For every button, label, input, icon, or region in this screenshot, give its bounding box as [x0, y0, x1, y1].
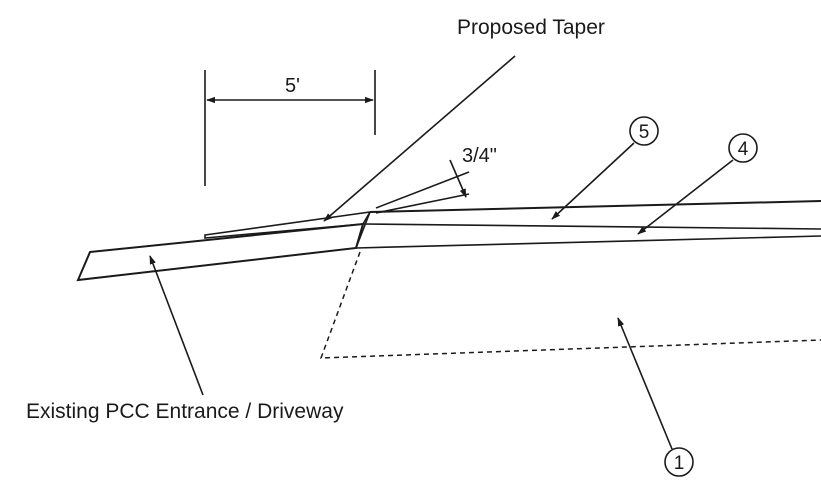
joint-line	[355, 211, 371, 249]
callout-circle-5	[629, 116, 659, 146]
dim-label-5ft: 5'	[285, 75, 300, 97]
callout-4-leader	[637, 159, 734, 235]
pavement-layer-4-bottom	[355, 235, 821, 249]
callout-5-label: 5	[639, 122, 650, 143]
pavement-layer-5-bottom	[362, 223, 821, 230]
proposed-taper-wedge	[204, 210, 372, 239]
callout-1-label: 1	[674, 453, 685, 474]
dim-3-4-upper-ext	[375, 171, 470, 209]
callout-circle-4	[728, 133, 758, 163]
existing-pcc-label: Existing PCC Entrance / Driveway	[26, 400, 344, 423]
callout-4-label: 4	[738, 139, 749, 160]
proposed-taper-leader	[323, 55, 516, 222]
callout-1-leader	[617, 317, 673, 450]
base-excavation-outline	[319, 251, 821, 359]
proposed-taper-label: Proposed Taper	[457, 16, 605, 39]
dim-3-4-tick	[449, 159, 467, 198]
callout-circle-1	[664, 447, 694, 477]
existing-pcc-leader	[149, 255, 204, 396]
callout-5-leader	[551, 142, 635, 220]
dim-3-4-lower-ext	[375, 193, 470, 214]
dim-label-3-4in: 3/4"	[462, 145, 497, 167]
pavement-layer-5-top	[369, 200, 821, 213]
